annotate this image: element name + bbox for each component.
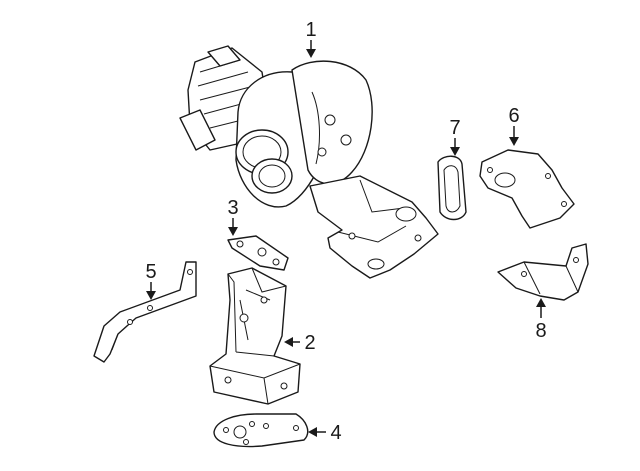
leader-line-5 [146, 282, 156, 300]
callout-2: 2 [304, 332, 315, 354]
gasket-7 [437, 155, 467, 221]
leader-line-6 [509, 126, 519, 146]
callout-5: 5 [145, 261, 156, 283]
callout-8: 8 [535, 320, 546, 342]
callout-3: 3 [227, 197, 238, 219]
leader-line-8 [536, 298, 546, 318]
callout-1: 1 [305, 19, 316, 41]
exhaust-flange [479, 149, 575, 229]
bracket-8 [497, 243, 589, 301]
callout-7: 7 [449, 117, 460, 139]
leader-line-1 [306, 40, 316, 58]
bracket-5 [93, 261, 197, 363]
leader-line-7 [450, 138, 460, 156]
gasket-3 [227, 235, 289, 271]
leader-line-3 [228, 218, 238, 236]
leader-line-2 [284, 337, 300, 347]
callout-4: 4 [330, 422, 341, 444]
leader-line-4 [308, 427, 326, 437]
gasket-4 [213, 413, 309, 448]
turbocharger [179, 45, 439, 279]
support-bracket [209, 267, 301, 405]
callout-6: 6 [508, 105, 519, 127]
